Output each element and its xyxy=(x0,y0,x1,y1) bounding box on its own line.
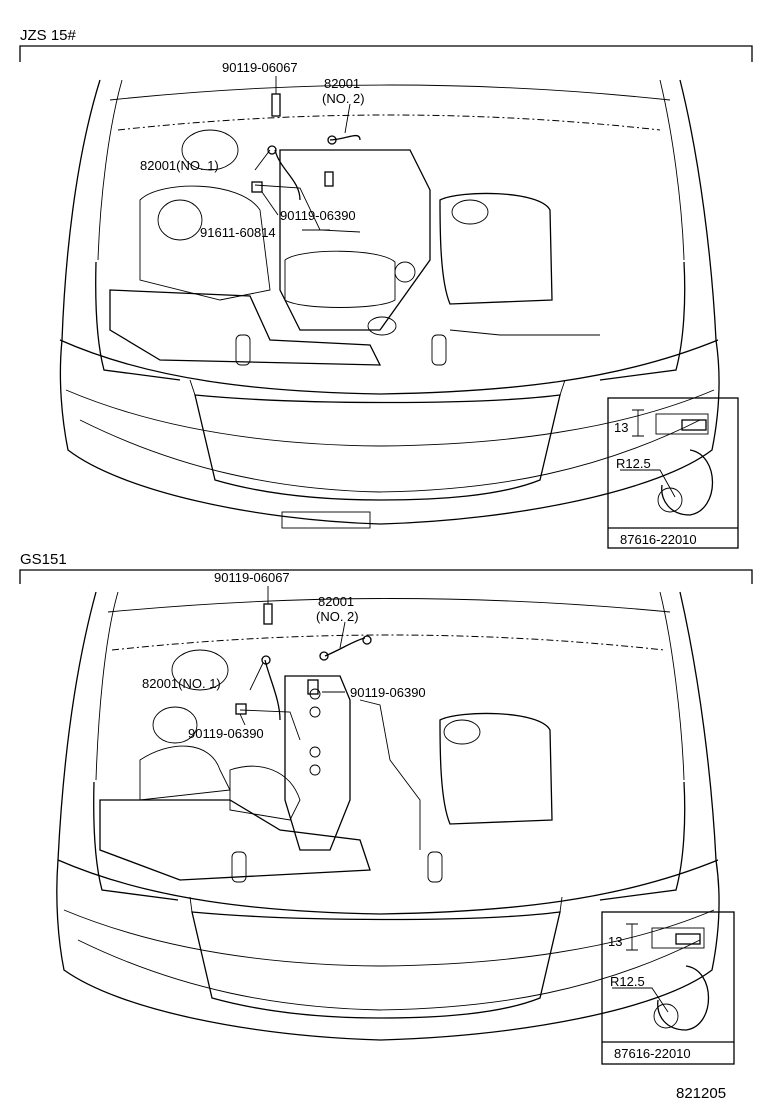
detail-box-jzs: 13 R12.5 87616-22010 xyxy=(607,397,739,549)
detail-part-jzs: 87616-22010 xyxy=(620,532,697,547)
detail-radius-jzs: R12.5 xyxy=(616,456,651,471)
model-label-jzs: JZS 15# xyxy=(20,27,77,44)
label-wire-no1-jzs: 82001(NO. 1) xyxy=(140,158,219,173)
label-wire-no2-jzs: 82001 xyxy=(324,76,360,91)
label-bolt-lower-jzs: 91611-60814 xyxy=(200,225,276,240)
label-wire-no2-gs151: 82001 xyxy=(318,594,354,609)
diagram-id: 821205 xyxy=(676,1085,726,1102)
label-bolt-top-gs151: 90119-06067 xyxy=(214,570,290,585)
detail-part-gs151: 87616-22010 xyxy=(614,1046,691,1061)
model-label-gs151: GS151 xyxy=(20,551,67,568)
detail-dim-jzs: 13 xyxy=(614,420,628,435)
label-bolt-right-gs151: 90119-06390 xyxy=(350,685,426,700)
car-front-view-gs151 xyxy=(56,591,720,1041)
section-bracket-gs151 xyxy=(19,569,753,584)
car-front-view-jzs xyxy=(59,79,720,529)
label-bolt-top-jzs: 90119-06067 xyxy=(222,60,298,75)
section-gs151: GS151 xyxy=(19,551,753,1065)
detail-dim-gs151: 13 xyxy=(608,934,622,949)
detail-box-gs151: 13 R12.5 87616-22010 xyxy=(601,911,735,1065)
label-bolt-left-gs151: 90119-06390 xyxy=(188,726,264,741)
label-wire-no2-sub-jzs: (NO. 2) xyxy=(322,91,365,106)
label-wire-no1-gs151: 82001(NO. 1) xyxy=(142,676,221,691)
detail-radius-gs151: R12.5 xyxy=(610,974,645,989)
section-bracket-jzs xyxy=(19,45,753,62)
section-jzs: JZS 15# xyxy=(19,27,753,549)
label-bolt-mid-jzs: 90119-06390 xyxy=(280,208,356,223)
label-wire-no2-sub-gs151: (NO. 2) xyxy=(316,609,359,624)
